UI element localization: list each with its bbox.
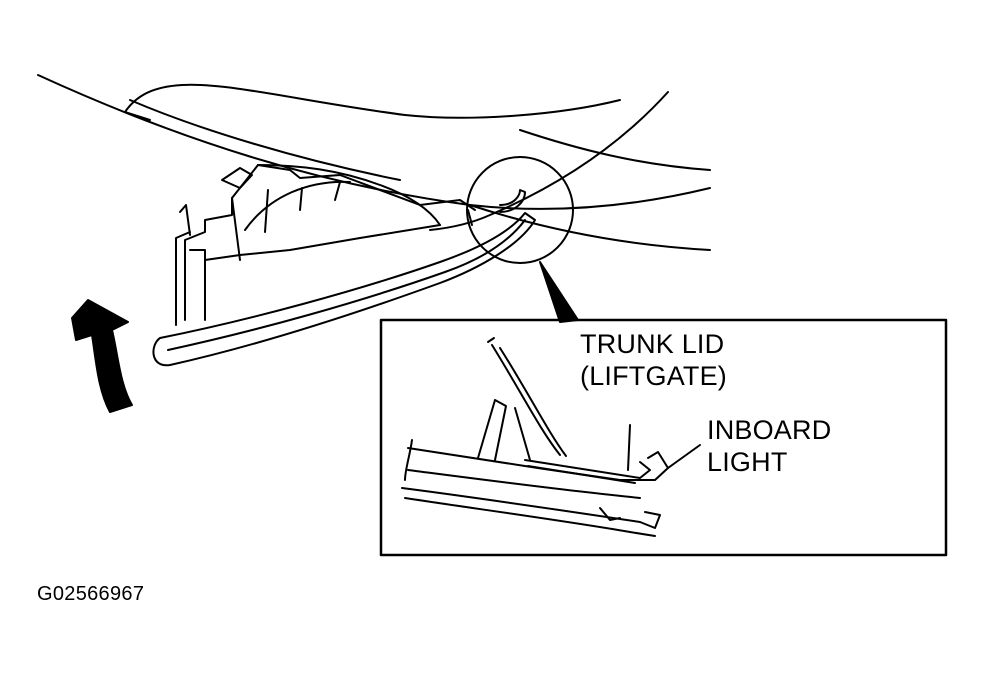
detail-pointer-arrow xyxy=(539,261,579,323)
trunk-lid-label-line1: TRUNK LID xyxy=(580,329,725,359)
rotation-arrow-icon xyxy=(71,299,133,413)
trunk-lid-label: TRUNK LID (LIFTGATE) xyxy=(580,328,727,392)
tail-lamp-housing xyxy=(152,164,536,367)
detail-circle xyxy=(466,156,574,264)
inboard-light-label-line2: LIGHT xyxy=(707,447,788,477)
inboard-light-label: INBOARD LIGHT xyxy=(707,414,831,478)
inboard-light-label-line1: INBOARD xyxy=(707,415,832,445)
inset-detail-drawing xyxy=(401,337,701,537)
body-panel-lines xyxy=(37,74,711,251)
trunk-lid-label-line2: (LIFTGATE) xyxy=(580,361,727,391)
figure-id: G02566967 xyxy=(37,583,145,605)
inset-frame xyxy=(379,318,948,557)
